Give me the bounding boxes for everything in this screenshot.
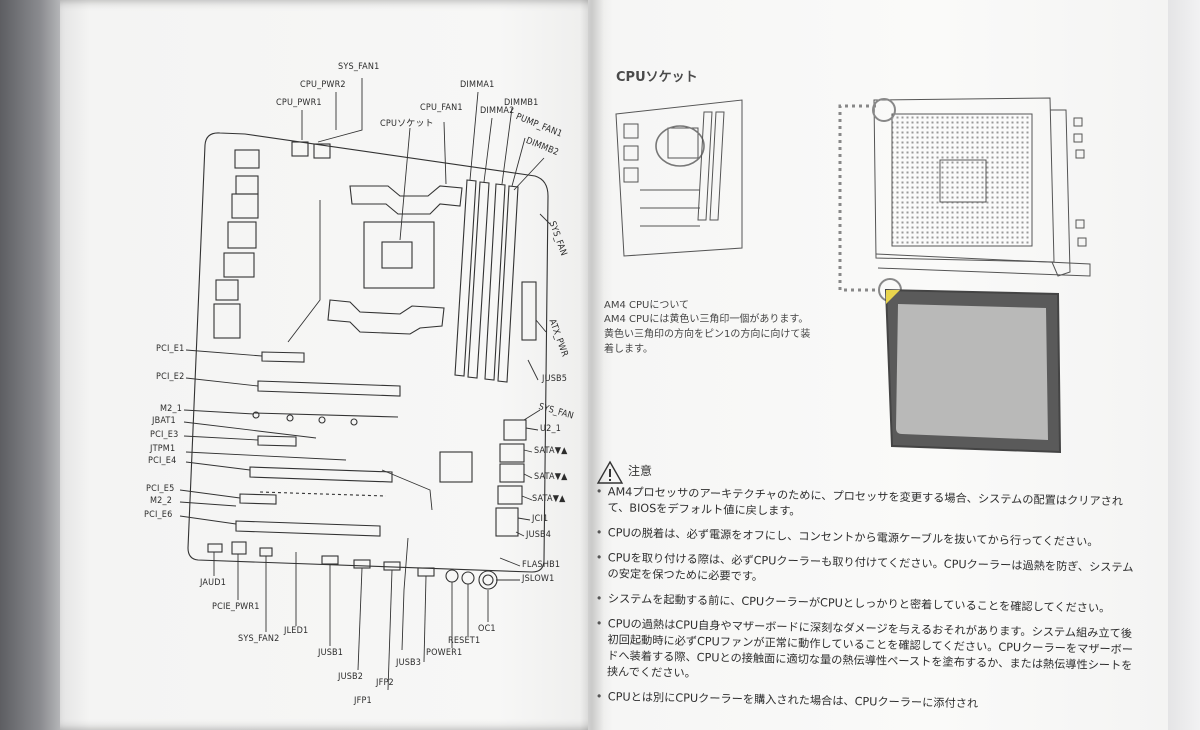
- caution-note: システムを起動する前に、CPUクーラーがCPUとしっかりと密着していることを確認…: [596, 591, 1136, 617]
- label-pci-e4: PCI_E4: [148, 456, 177, 466]
- label-jusb3: JUSB3: [396, 658, 422, 668]
- label-jtpm1: JTPM1: [150, 444, 176, 454]
- left-page: [60, 0, 608, 730]
- label-jusb1: JUSB1: [318, 648, 344, 658]
- label-jbat1: JBAT1: [152, 416, 176, 426]
- label-sata-3: SATA▼▲: [532, 494, 566, 504]
- label-jaud1: JAUD1: [200, 578, 227, 588]
- label-jfp1: JFP1: [354, 696, 372, 706]
- label-pci-e6: PCI_E6: [144, 510, 173, 520]
- label-pci-e3: PCI_E3: [150, 430, 179, 440]
- label-dimmb1: DIMMB1: [504, 98, 539, 108]
- label-flashb1: FLASHB1: [522, 560, 561, 570]
- caution-note: CPUとは別にCPUクーラーを購入された場合は、CPUクーラーに添付され: [596, 689, 1136, 715]
- am4-description: AM4 CPUには黄色い三角印一個があります。黄色い三角印の方向をピン1の方向に…: [604, 314, 811, 355]
- caution-list: AM4プロセッサのアーキテクチャのために、プロセッサを変更する場合、システムの配…: [596, 484, 1136, 714]
- caution-note: CPUを取り付ける際は、必ずCPUクーラーも取り付けてください。CPUクーラーは…: [595, 550, 1136, 592]
- label-cpu-fan1: CPU_FAN1: [420, 103, 463, 113]
- section-title: CPUソケット: [616, 70, 698, 85]
- label-reset1: RESET1: [448, 636, 481, 646]
- label-cpu-pwr1: CPU_PWR1: [276, 98, 322, 108]
- label-cpu-socket: CPUソケット: [380, 119, 434, 129]
- label-jfp2: JFP2: [376, 678, 394, 688]
- label-sata-2: SATA▼▲: [534, 472, 568, 482]
- caution-title: 注意: [628, 464, 653, 478]
- label-m2-1: M2_1: [160, 404, 183, 414]
- am4-subtitle: AM4 CPUについて: [604, 300, 690, 311]
- label-pci-e1: PCI_E1: [156, 344, 185, 354]
- label-jusb5: JUSB5: [542, 374, 568, 384]
- label-jslow1: JSLOW1: [522, 574, 555, 584]
- label-dimma1: DIMMA1: [460, 80, 495, 90]
- label-sys-fan2: SYS_FAN2: [238, 634, 280, 644]
- label-jusb4: JUSB4: [526, 530, 552, 540]
- warning-icon: [596, 460, 624, 484]
- caution-note: CPUの脱着は、必ず電源をオフにし、コンセントから電源ケーブルを抜いてから行って…: [596, 525, 1136, 551]
- label-sys-fan1: SYS_FAN1: [338, 62, 380, 72]
- label-pcie-pwr1: PCIE_PWR1: [212, 602, 260, 612]
- book-gutter: [580, 0, 604, 730]
- label-oc1: OC1: [478, 624, 496, 634]
- label-power1: POWER1: [426, 648, 463, 658]
- label-jci1: JCI1: [532, 514, 549, 524]
- label-jusb2: JUSB2: [338, 672, 364, 682]
- board-thumbnail: [615, 99, 743, 257]
- label-jled1: JLED1: [284, 626, 309, 636]
- caution-note: CPUの過熱はCPU自身やマザーボードに深刻なダメージを与えるおそれがあります。…: [595, 616, 1136, 690]
- label-u2-1: U2_1: [540, 424, 562, 434]
- caution-note: AM4プロセッサのアーキテクチャのために、プロセッサを変更する場合、システムの配…: [595, 484, 1136, 526]
- label-sata-1: SATA▼▲: [534, 446, 568, 456]
- label-dimma2: DIMMA2: [480, 106, 515, 116]
- label-pci-e2: PCI_E2: [156, 372, 185, 382]
- label-m2-2: M2_2: [150, 496, 173, 506]
- label-cpu-pwr2: CPU_PWR2: [300, 80, 346, 90]
- label-pci-e5: PCI_E5: [146, 484, 175, 494]
- board-outline: [187, 132, 549, 573]
